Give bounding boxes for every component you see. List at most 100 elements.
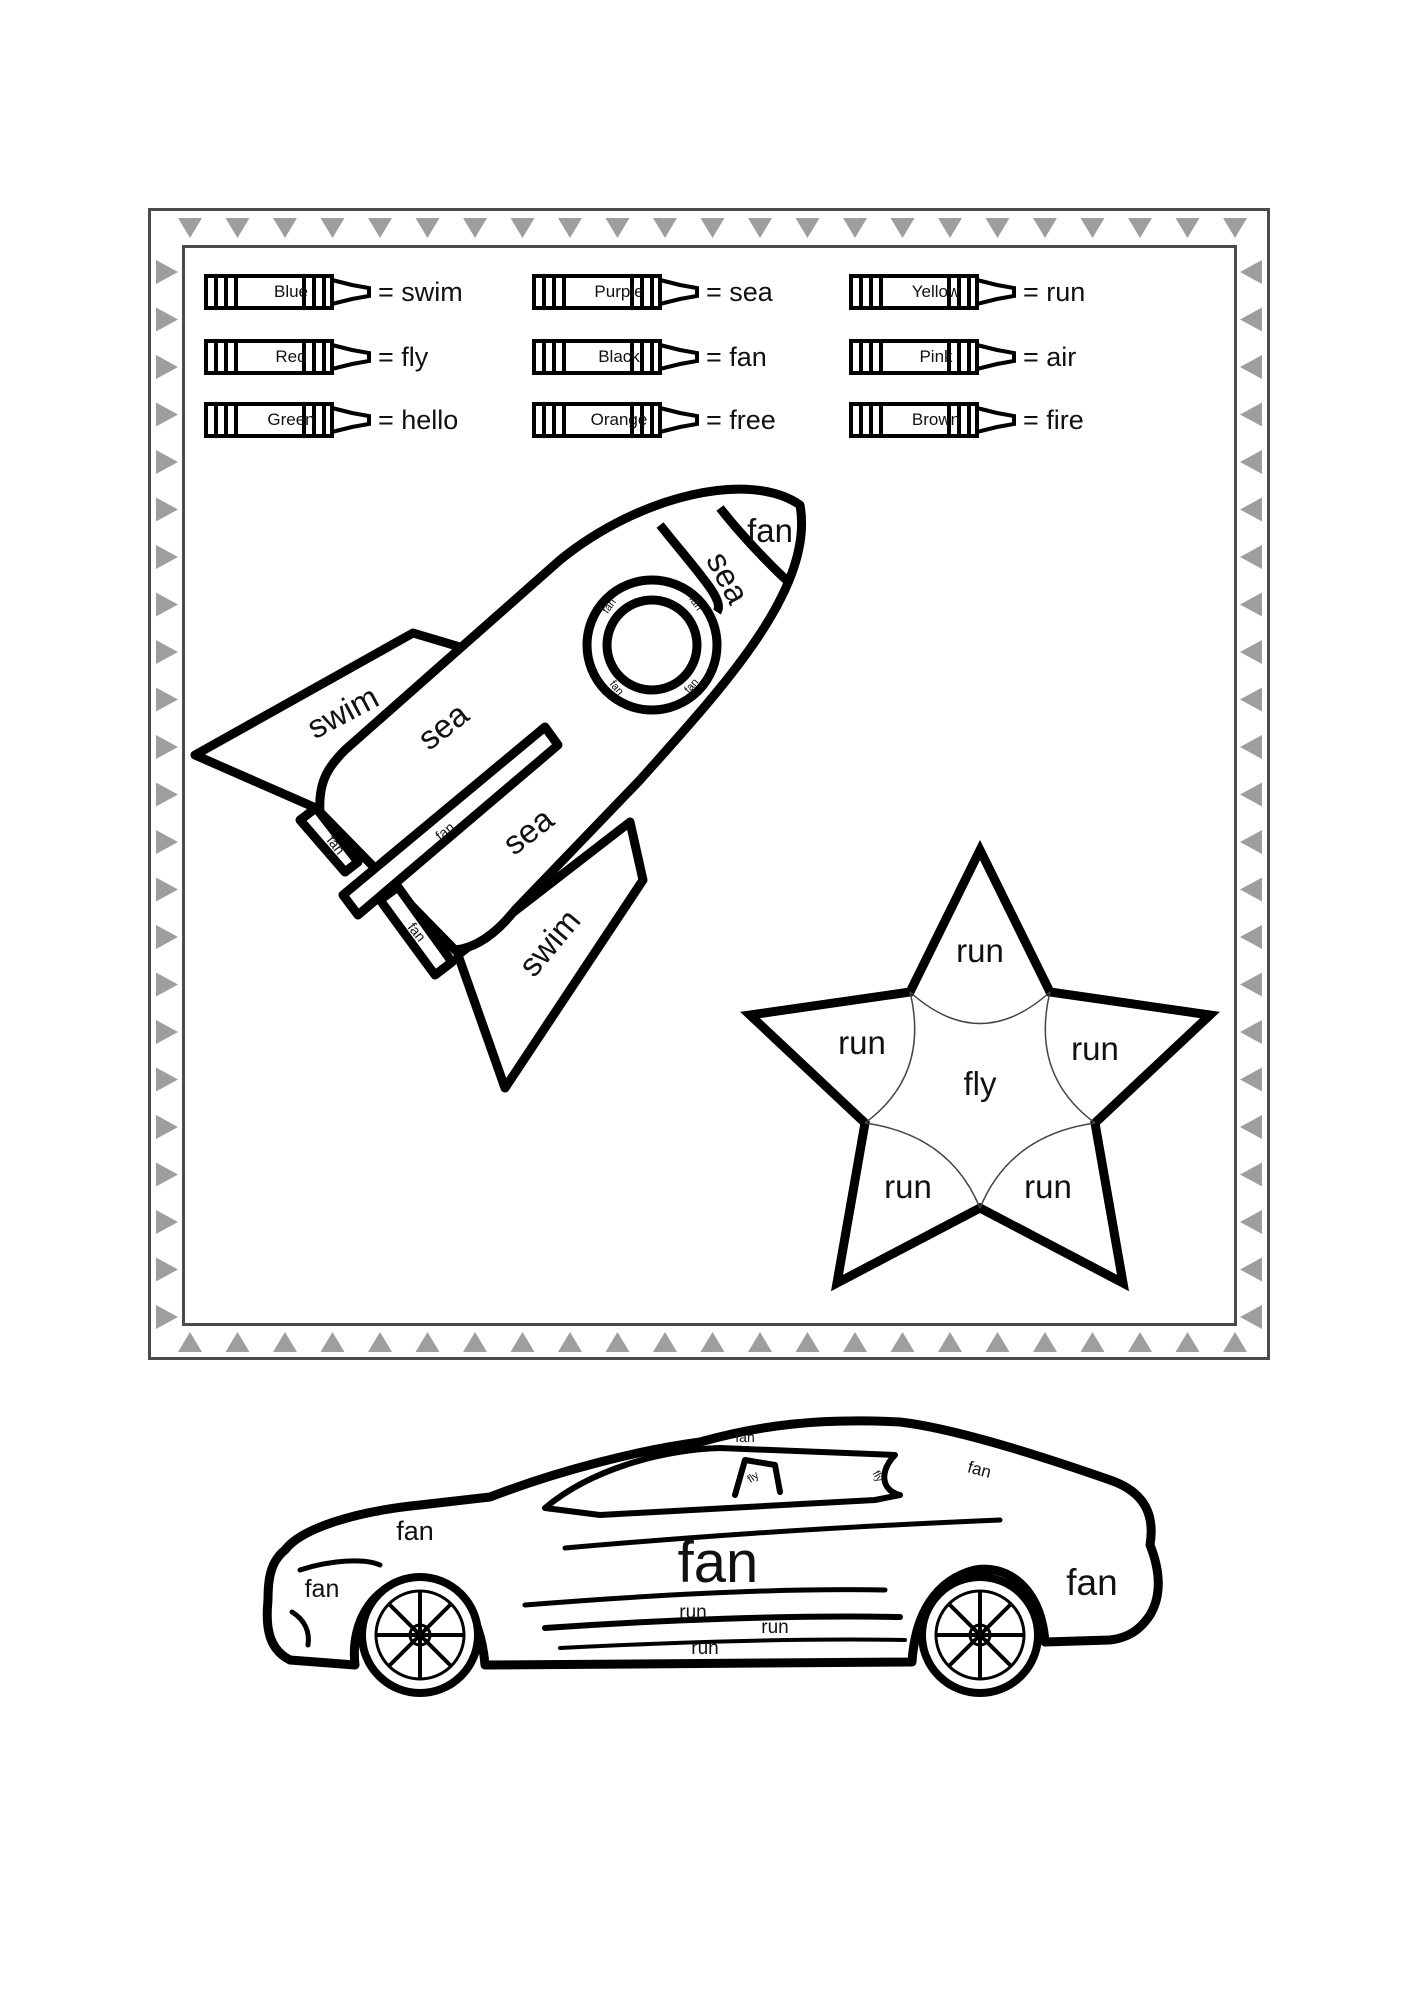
car-window-label: fly (745, 1469, 761, 1485)
border-triangle-right (1240, 1020, 1262, 1044)
border-triangle-bottom (558, 1332, 582, 1352)
star-center-label: fly (964, 1065, 998, 1102)
border-triangle-left (156, 450, 178, 474)
border-triangle-top (1080, 218, 1105, 238)
color-key-legend: Blue = swim Purple = sea Yellow = run Re… (0, 0, 1414, 450)
border-triangle-top (843, 218, 867, 238)
rocket-stripe (338, 722, 563, 920)
legend-item-blue: Blue = swim (204, 272, 463, 312)
crayon-icon: Green (204, 401, 376, 439)
inner-border (182, 245, 1237, 1326)
border-triangle-bottom (178, 1332, 202, 1352)
legend-word: = fire (1023, 404, 1084, 435)
border-triangle-left (156, 972, 178, 997)
border-triangle-right (1240, 307, 1262, 332)
border-triangle-top (320, 218, 345, 238)
border-triangle-right (1240, 877, 1262, 902)
border-triangle-top (890, 218, 915, 238)
border-triangle-top (938, 218, 962, 238)
border-triangle-left (156, 1257, 178, 1282)
star-bottom-right-label: run (1024, 1168, 1072, 1205)
border-triangle-left (156, 877, 178, 902)
star-top-label: run (956, 932, 1004, 969)
crayon-outline (849, 402, 1016, 438)
border-triangle-right (1240, 1305, 1262, 1329)
legend-word: = fly (378, 341, 429, 372)
legend-word: = free (706, 404, 776, 435)
crayon-outline (532, 274, 699, 310)
border-triangle-left (156, 925, 178, 949)
crayon-outline (204, 339, 371, 375)
border-triangle-top (415, 218, 440, 238)
border-triangle-right (1240, 592, 1262, 617)
border-triangle-bottom (1223, 1332, 1247, 1352)
border-triangle-left (156, 402, 178, 427)
border-triangle-right (1240, 1162, 1262, 1187)
border-triangle-left (156, 735, 178, 759)
car-roof-label: fan (735, 1429, 754, 1445)
rocket-nozzle-bottom (375, 882, 457, 980)
crayon-color-label: Red (275, 347, 307, 366)
rocket-tip-label: fan (747, 512, 793, 549)
crayon-color-label: Orange (590, 410, 648, 429)
car-hood-label: fan (396, 1516, 434, 1546)
star-left-label: run (838, 1024, 886, 1061)
crayon-outline (849, 339, 1016, 375)
border-triangle-top (748, 218, 772, 238)
border-triangle-top (368, 218, 392, 238)
car-sill-line-2 (542, 1613, 903, 1631)
border-triangle-top (1175, 218, 1200, 238)
border-triangle-bottom (225, 1332, 250, 1352)
border-triangle-bottom (985, 1332, 1010, 1352)
border-triangle-top (985, 218, 1010, 238)
border-triangle-right (1240, 972, 1262, 997)
star-right-label: run (1071, 1030, 1119, 1067)
border-triangle-right (1240, 402, 1262, 427)
car-window (542, 1445, 903, 1518)
border-triangle-top (558, 218, 582, 238)
car-wheel-front-label: fire (414, 1626, 431, 1640)
border-triangle-left (156, 307, 178, 332)
car-grille-line (289, 1609, 311, 1648)
border-triangle-right (1240, 497, 1262, 522)
border-triangle-left (156, 545, 178, 569)
crayon-color-label: Yellow (911, 282, 961, 301)
car-headlight (297, 1558, 383, 1573)
border-triangle-bottom (748, 1332, 772, 1352)
border-triangle-right (1240, 687, 1262, 712)
car-sill-label-1: run (679, 1602, 706, 1623)
border-triangle-right (1240, 735, 1262, 759)
border-triangle-bottom (415, 1332, 440, 1352)
border-triangle-top (1033, 218, 1057, 238)
crayon-color-label: Pink (919, 347, 953, 366)
border-triangle-left (156, 355, 178, 379)
rocket-nozzle-top (295, 803, 363, 877)
crayon-icon: Black (532, 338, 704, 376)
border-triangle-top (225, 218, 250, 238)
border-triangle-bottom (510, 1332, 535, 1352)
border-triangle-bottom (1128, 1332, 1152, 1352)
car-wheel-spokes (376, 1591, 1024, 1679)
border-triangle-top (653, 218, 677, 238)
border-triangle-bottom (320, 1332, 345, 1352)
crayon-outline (849, 274, 1016, 310)
crayon-outline (204, 402, 371, 438)
crayon-color-label: Blue (273, 282, 309, 301)
border-triangle-left (156, 1067, 178, 1092)
car-rear-label: fan (1066, 1562, 1117, 1603)
crayon-color-label: Brown (911, 410, 961, 429)
border-triangle-left (156, 1210, 178, 1234)
legend-item-pink: Pink = air (849, 337, 1076, 377)
crayon-icon: Yellow (849, 273, 1021, 311)
legend-word: = run (1023, 276, 1086, 307)
border-triangle-top (273, 218, 297, 238)
border-triangle-top (1128, 218, 1152, 238)
car-sill-line-3 (558, 1637, 907, 1650)
crayon-icon: Red (204, 338, 376, 376)
crayon-icon: Purple (532, 273, 704, 311)
border-triangle-top (700, 218, 725, 238)
border-triangle-right (1240, 450, 1262, 474)
border-triangle-top (1223, 218, 1247, 238)
